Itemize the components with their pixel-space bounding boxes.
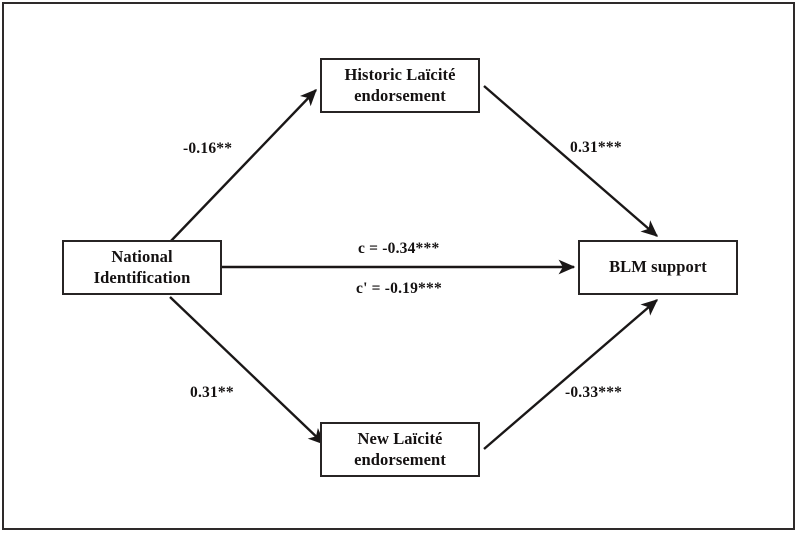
edge-label-new-to-blm: -0.33*** xyxy=(565,384,623,401)
figure-border xyxy=(2,2,795,530)
edge-historic-to-blm xyxy=(483,85,659,237)
node-historic-line1: Historic Laïcité xyxy=(344,65,456,85)
edge-new-to-blm xyxy=(483,299,659,450)
node-blm-line1: BLM support xyxy=(609,257,707,277)
node-new-line2: endorsement xyxy=(354,449,446,469)
edge-label-national-to-historic: -0.16** xyxy=(183,140,233,157)
edge-label-total-effect-c: c = -0.34*** xyxy=(358,240,440,257)
edge-national-to-new xyxy=(169,296,325,445)
node-national-identification: National Identification xyxy=(62,240,222,295)
node-historic-laicite-endorsement: Historic Laïcité endorsement xyxy=(320,58,480,113)
node-national-line2: Identification xyxy=(93,267,191,287)
node-new-laicite-endorsement: New Laïcité endorsement xyxy=(320,422,480,477)
edge-label-historic-to-blm: 0.31*** xyxy=(570,139,622,156)
edge-label-direct-effect-c-prime: c' = -0.19*** xyxy=(356,280,442,297)
edge-national-to-historic xyxy=(169,89,317,243)
node-new-line1: New Laïcité xyxy=(357,429,443,449)
node-national-line1: National xyxy=(111,247,173,267)
node-historic-line2: endorsement xyxy=(354,85,446,105)
edge-label-national-to-new: 0.31** xyxy=(190,384,234,401)
node-blm-support: BLM support xyxy=(578,240,738,295)
